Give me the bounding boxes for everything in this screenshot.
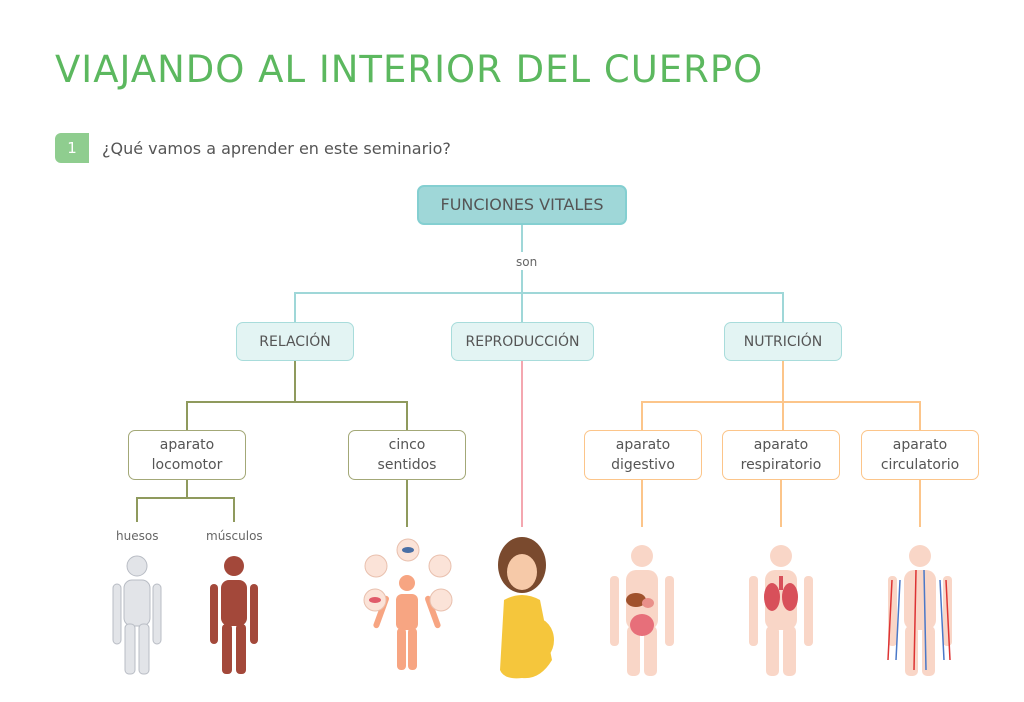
node-line: aparato	[615, 437, 671, 453]
node-line: sentidos	[377, 457, 437, 473]
section-question: ¿Qué vamos a aprender en este seminario?	[102, 139, 451, 158]
skeleton-figure	[112, 555, 162, 675]
node-line: digestivo	[611, 457, 675, 473]
section-number-badge: 1	[55, 133, 89, 163]
node-line: aparato	[892, 437, 948, 453]
node-aparato-locomotor: aparato locomotor	[128, 430, 246, 480]
node-line: locomotor	[151, 457, 223, 473]
node-line: aparato	[753, 437, 809, 453]
label-musculos: músculos	[206, 529, 263, 543]
category-label: RELACIÓN	[259, 333, 331, 350]
node-cinco-sentidos: cinco sentidos	[348, 430, 466, 480]
digestive-organs	[626, 593, 654, 636]
category-label: REPRODUCCIÓN	[465, 333, 580, 350]
label-huesos: huesos	[116, 529, 159, 543]
node-line: respiratorio	[740, 457, 822, 473]
node-line: circulatorio	[880, 457, 960, 473]
body-outline-figures	[610, 545, 952, 676]
root-node-funciones-vitales: FUNCIONES VITALES	[417, 185, 627, 225]
pregnant-woman-figure	[498, 537, 554, 679]
category-label: NUTRICIÓN	[743, 333, 823, 350]
node-aparato-circulatorio: aparato circulatorio	[861, 430, 979, 480]
category-reproduccion: REPRODUCCIÓN	[451, 322, 594, 361]
connector-label-son: son	[516, 255, 538, 269]
category-relacion: RELACIÓN	[236, 322, 354, 361]
node-line: cinco	[388, 437, 426, 453]
node-aparato-digestivo: aparato digestivo	[584, 430, 702, 480]
page-title: VIAJANDO AL INTERIOR DEL CUERPO	[55, 48, 764, 91]
category-nutricion: NUTRICIÓN	[724, 322, 842, 361]
node-aparato-respiratorio: aparato respiratorio	[722, 430, 840, 480]
muscles-figure	[210, 556, 258, 674]
node-line: aparato	[159, 437, 215, 453]
root-label: FUNCIONES VITALES	[440, 195, 604, 214]
lungs-organs	[764, 576, 798, 611]
senses-figure	[363, 538, 453, 670]
circulatory-vessels	[887, 569, 951, 671]
